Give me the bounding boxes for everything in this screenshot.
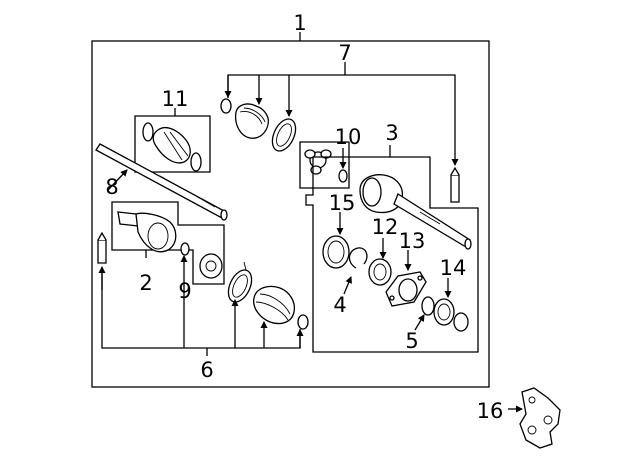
mounting-bracket-icon bbox=[519, 387, 561, 449]
bracket-6 bbox=[98, 255, 304, 356]
leader-5 bbox=[414, 314, 425, 331]
snap-ring-4-icon bbox=[348, 247, 368, 269]
bracket-10 bbox=[299, 141, 350, 189]
callout-16: 16 bbox=[477, 399, 504, 423]
callout-6: 6 bbox=[200, 358, 213, 382]
bearing-icon bbox=[368, 258, 392, 286]
boot-kit-icon bbox=[142, 122, 202, 172]
callout-8: 8 bbox=[105, 175, 118, 199]
leader-8 bbox=[107, 169, 128, 191]
bracket-11 bbox=[134, 108, 211, 173]
boot-6-icon bbox=[253, 285, 296, 325]
grease-tube-7-icon bbox=[450, 166, 460, 203]
callout-13: 13 bbox=[399, 229, 426, 253]
callout-2: 2 bbox=[139, 271, 152, 295]
washer-icon bbox=[433, 298, 469, 332]
bracket-7 bbox=[224, 62, 459, 166]
outer-joint-icon bbox=[117, 211, 177, 253]
callout-1: 1 bbox=[293, 11, 306, 35]
snap-ring-10-icon bbox=[338, 169, 348, 183]
clamp-band-icon bbox=[271, 118, 297, 152]
inner-joint-housing-icon bbox=[359, 174, 472, 250]
leader-4 bbox=[343, 276, 352, 295]
snap-ring-5-icon bbox=[421, 296, 435, 316]
clamp-band-6-icon bbox=[227, 261, 253, 303]
inner-race-icon bbox=[199, 253, 223, 279]
callout-15: 15 bbox=[329, 191, 356, 215]
callout-14: 14 bbox=[440, 256, 467, 280]
bracket-3 bbox=[305, 145, 479, 353]
callout-9: 9 bbox=[178, 279, 191, 303]
grease-tube-6-icon bbox=[97, 231, 107, 264]
clamp-ring-icon bbox=[220, 98, 232, 114]
callout-4: 4 bbox=[333, 293, 346, 317]
assembly-frame bbox=[91, 40, 490, 388]
callout-12: 12 bbox=[372, 215, 399, 239]
axle-shaft-icon bbox=[95, 143, 228, 221]
callout-5: 5 bbox=[405, 329, 418, 353]
bearing-bracket-icon bbox=[385, 271, 427, 307]
tripod-joint-icon bbox=[304, 149, 332, 175]
bracket-2 bbox=[111, 201, 225, 285]
callout-3: 3 bbox=[385, 121, 398, 145]
callout-7: 7 bbox=[338, 41, 351, 65]
snap-ring-9-icon bbox=[180, 242, 190, 256]
boot-icon bbox=[234, 103, 269, 139]
oil-seal-icon bbox=[322, 235, 350, 269]
clamp-ring-6-icon bbox=[297, 314, 309, 330]
callout-11: 11 bbox=[162, 87, 189, 111]
callout-10: 10 bbox=[335, 125, 362, 149]
